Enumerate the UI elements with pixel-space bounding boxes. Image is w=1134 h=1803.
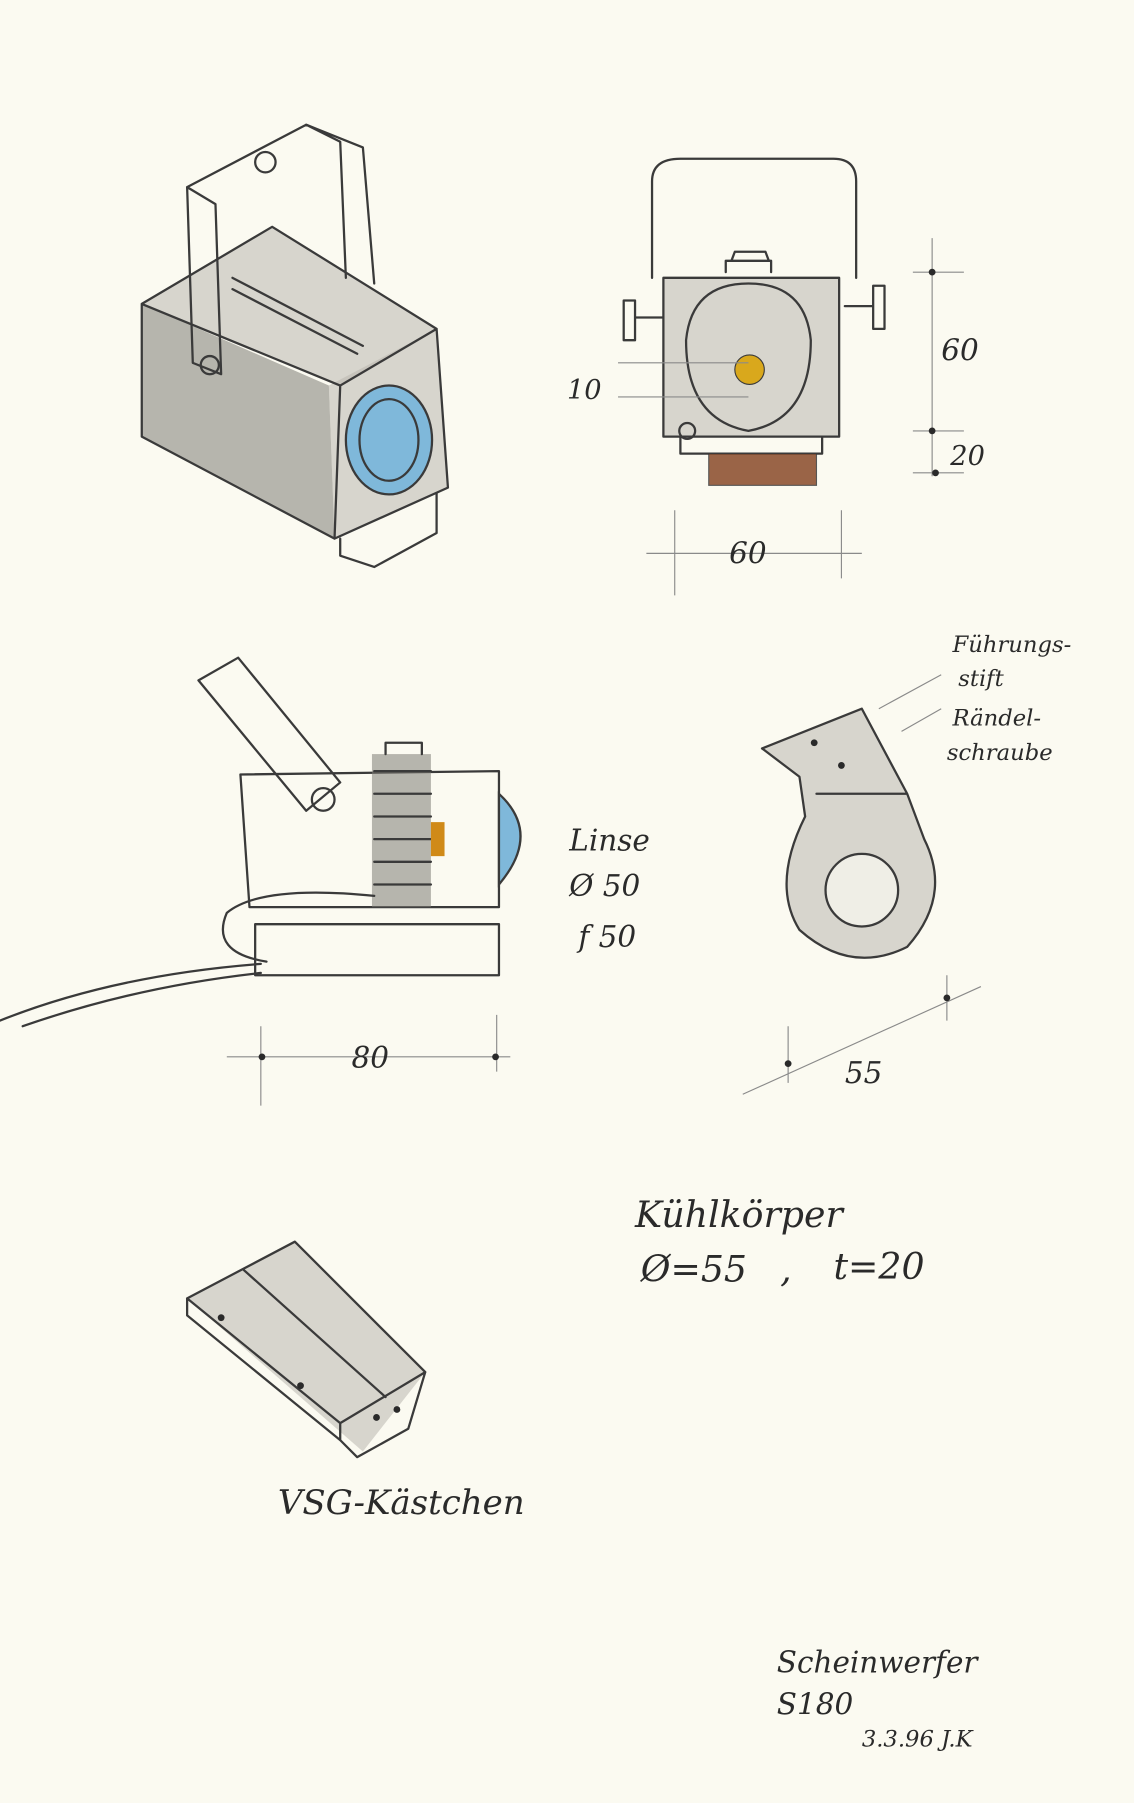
lens-focal-label: f 50	[576, 920, 636, 954]
model-label: S180	[777, 1688, 853, 1722]
heatsink-separator: ,	[780, 1247, 792, 1290]
heatsink-note: Kühlkörper Ø=55 , t=20	[634, 1193, 925, 1290]
side-lens-blue	[497, 791, 522, 888]
front-view-drawing: 60 20 10 60	[567, 157, 985, 596]
guide-pin-label-1: Führungs-	[952, 632, 1072, 658]
lens-diameter-label: Ø 50	[568, 869, 640, 903]
guide-pin-label-2: stift	[958, 666, 1004, 692]
dim-base-label: 20	[949, 441, 985, 472]
isometric-spotlight-drawing	[140, 123, 450, 569]
vsg-box-drawing: VSG-Kästchen	[185, 1240, 525, 1523]
title-block: Scheinwerfer S180 3.3.96 J.K	[777, 1646, 980, 1753]
led-orange	[430, 822, 445, 857]
dim-length-label: 80	[352, 1041, 390, 1075]
dim-height-label: 60	[941, 334, 979, 368]
side-view-drawing: 80 Linse Ø 50 f 50	[0, 656, 650, 1106]
led-yellow	[734, 354, 765, 385]
title-label: Scheinwerfer	[777, 1646, 980, 1680]
bracket-drawing: Führungs- stift Rändel- schraube 55	[742, 632, 1072, 1095]
vsg-box-label: VSG-Kästchen	[278, 1483, 525, 1523]
dim-offset-label: 10	[567, 375, 602, 406]
bracket-dim-label: 55	[845, 1056, 883, 1090]
lens-label: Linse	[568, 823, 650, 857]
heatsink-thickness: t=20	[833, 1245, 924, 1288]
knurled-screw-label-1: Rändel-	[952, 706, 1042, 732]
heatsink-diameter: Ø=55	[640, 1247, 747, 1290]
dim-width-label: 60	[729, 537, 767, 571]
knurled-screw-label-2: schraube	[947, 740, 1053, 766]
heatsink-label: Kühlkörper	[634, 1193, 845, 1236]
heatsink-brown	[708, 453, 818, 486]
date-signature: 3.3.96 J.K	[862, 1726, 975, 1752]
